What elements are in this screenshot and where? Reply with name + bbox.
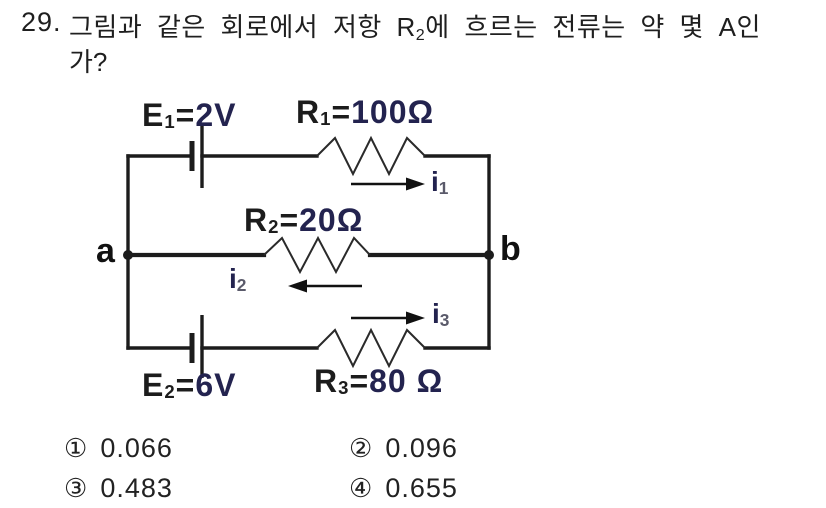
i2-label: i2 [229, 263, 246, 295]
question-text-line1: 그림과 같은 회로에서 저항 R2에 흐르는 전류는 약 몇 A인 [69, 7, 761, 44]
i1-arrow-head [406, 177, 425, 191]
e1-label: E1=2V [142, 97, 237, 134]
r2-name: R [244, 202, 269, 238]
choice-2-number: ② [349, 433, 373, 463]
circuit-svg [123, 126, 494, 378]
r2-value: 20Ω [299, 202, 364, 238]
r1-subscript: 1 [320, 108, 332, 130]
question-text-pre: 그림과 같은 회로에서 저항 R [69, 12, 416, 42]
e1-name: E [142, 97, 165, 133]
node-b-dot [484, 250, 494, 260]
resistor-r3-zigzag [316, 327, 426, 369]
choice-1-value: 0.066 [100, 433, 173, 463]
r2-subscript: 2 [268, 216, 280, 238]
e2-value: 6V [195, 367, 237, 403]
e2-name: E [142, 367, 165, 403]
choice-3-number: ③ [64, 473, 88, 503]
e1-equals: = [175, 97, 196, 133]
question-text-line2: 가? [69, 47, 108, 77]
i1-symbol: i [431, 166, 439, 197]
circuit-diagram [85, 88, 545, 420]
question-text-post: 에 흐르는 전류는 약 몇 A인 [425, 12, 761, 42]
node-a-dot [123, 250, 133, 260]
choice-1: ① 0.066 [64, 433, 173, 464]
choice-4: ④ 0.655 [349, 473, 458, 504]
choice-1-number: ① [64, 433, 88, 463]
i3-subscript: 3 [439, 310, 450, 331]
resistor-r1-zigzag [316, 135, 426, 177]
e1-value: 2V [195, 97, 237, 133]
node-b-label: b [500, 230, 521, 268]
choice-3-value: 0.483 [100, 473, 173, 503]
resistor-r2-zigzag [263, 235, 371, 275]
e2-equals: = [175, 367, 196, 403]
r1-equals: = [331, 94, 352, 130]
i3-arrow-head [406, 311, 425, 325]
question-number: 29. [21, 7, 62, 37]
i1-label: i1 [431, 166, 448, 198]
r3-name: R [314, 363, 339, 399]
e2-label: E2=6V [142, 367, 237, 404]
r2-equals: = [279, 202, 300, 238]
r3-label: R3=80 Ω [314, 363, 443, 400]
r1-label: R1=100Ω [296, 94, 434, 131]
r1-value: 100Ω [351, 94, 435, 130]
r3-equals: = [349, 363, 370, 399]
i3-symbol: i [432, 298, 440, 329]
question-r2-subscript: 2 [415, 26, 426, 45]
i3-label: i3 [432, 298, 449, 330]
node-a-label: a [96, 232, 115, 270]
r3-subscript: 3 [338, 377, 350, 399]
choice-2: ② 0.096 [349, 433, 458, 464]
r1-name: R [296, 94, 321, 130]
r3-value: 80 Ω [369, 363, 444, 399]
choice-4-value: 0.655 [385, 473, 458, 503]
i2-arrow-head [288, 279, 307, 293]
e1-subscript: 1 [164, 111, 176, 133]
e2-subscript: 2 [164, 381, 176, 403]
i1-subscript: 1 [438, 178, 449, 199]
r2-label: R2=20Ω [244, 202, 363, 239]
i2-subscript: 2 [236, 275, 247, 296]
choice-3: ③ 0.483 [64, 473, 173, 504]
choice-2-value: 0.096 [385, 433, 458, 463]
choice-4-number: ④ [349, 473, 373, 503]
i2-symbol: i [229, 263, 237, 294]
